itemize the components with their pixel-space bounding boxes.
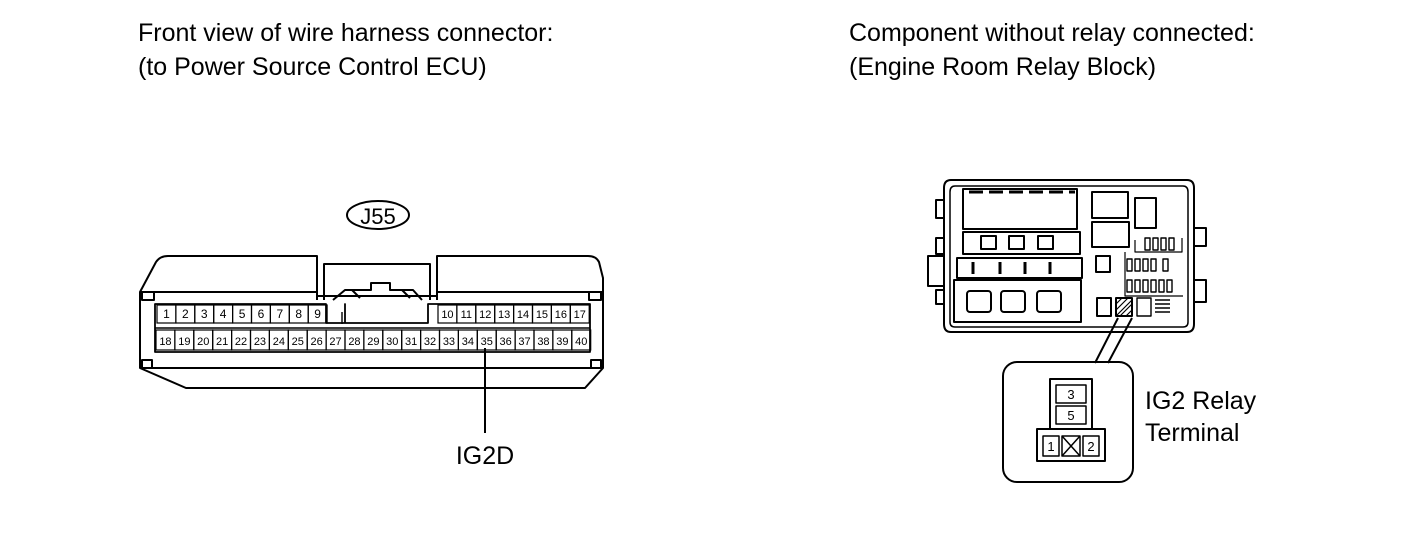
connector-id-label: J55 [360,204,395,229]
pin-label-17: 17 [574,309,586,321]
pin-label-33: 33 [443,336,455,348]
pin-label-25: 25 [292,336,304,348]
pin-label-9: 9 [314,307,321,321]
pin-label-7: 7 [277,307,284,321]
pin-label-21: 21 [216,336,228,348]
pin-label-26: 26 [311,336,323,348]
relay-socket [1134,197,1157,229]
ig2d-label: IG2D [456,442,514,470]
relay-socket [1095,255,1111,273]
zoom-wedge [1094,317,1133,364]
side-tab [927,255,945,287]
pin-label-5: 5 [239,307,246,321]
relay-label-line2: Terminal [1145,419,1239,447]
pin-label-31: 31 [405,336,417,348]
pin-label-23: 23 [254,336,266,348]
fuse-panel-top [962,188,1078,230]
j55-connector [139,255,604,389]
side-tab [1193,227,1207,247]
left-title-line1: Front view of wire harness connector: [138,19,554,47]
corner-mark-right [588,291,602,301]
pin-row-bottom: 18 19 20 21 22 23 24 25 26 27 28 29 30 31 32 33 34 35 36 37… [155,329,592,351]
lock-latch [332,282,423,301]
relay-terminal-1: 1 [1047,439,1054,454]
ig2-socket-hatch [1115,297,1133,317]
pin-row-top-right: 10 11 12 13 14 15 16 17 [437,304,590,324]
right-title-line1: Component without relay connected: [849,19,1255,47]
fuse-panel-row3 [956,257,1083,279]
side-tab [935,199,945,219]
pin-label-36: 36 [500,336,512,348]
relay-terminal-2: 2 [1087,439,1094,454]
pin-label-6: 6 [258,307,265,321]
pin-label-3: 3 [201,307,208,321]
relay-terminal-5: 5 [1067,408,1074,423]
fuse-panel-bottom [953,279,1082,323]
pin-label-40: 40 [575,336,587,348]
pin-label-34: 34 [462,336,474,348]
pin-label-1: 1 [163,307,170,321]
corner-mark-left [141,291,155,301]
side-tab [935,237,945,255]
relay-socket [1091,191,1129,219]
pin-label-10: 10 [441,309,453,321]
relay-block [927,179,1207,333]
pin-label-4: 4 [220,307,227,321]
pin-label-28: 28 [348,336,360,348]
pin-label-22: 22 [235,336,247,348]
pin-label-14: 14 [517,309,529,321]
relay-label-line1: IG2 Relay [1145,387,1257,415]
pin-label-38: 38 [537,336,549,348]
pin-cell [307,304,328,324]
latch-detail [351,289,411,299]
pin-label-11: 11 [461,309,472,321]
pin-cell [571,329,592,351]
connector-id-oval [346,200,410,230]
relay-block-outline [943,179,1195,333]
pin-label-35: 35 [481,336,493,348]
left-title-line2: (to Power Source Control ECU) [138,53,487,81]
pin-label-27: 27 [329,336,341,348]
corner-mark-bottom-left [141,359,153,369]
pin-label-13: 13 [498,309,510,321]
pin-label-18: 18 [159,336,171,348]
ig2-relay-socket [1115,297,1133,317]
lock-tab [316,256,438,300]
pin-label-15: 15 [536,309,548,321]
pin-label-24: 24 [273,336,285,348]
right-title-line2: (Engine Room Relay Block) [849,53,1157,81]
corner-mark-bottom-right [590,359,602,369]
relay-terminal-detail-box [1002,361,1134,483]
side-tab [935,289,945,305]
pin-label-16: 16 [555,309,567,321]
pin-label-8: 8 [295,307,302,321]
pin-label-19: 19 [178,336,190,348]
relay-socket [1096,297,1112,317]
pin-label-29: 29 [367,336,379,348]
pin-label-2: 2 [182,307,189,321]
left-title: Front view of wire harness connector: (t… [138,16,553,84]
pin-label-32: 32 [424,336,436,348]
side-tab [1193,279,1207,303]
terminal-strips [1126,237,1175,317]
relay-terminal-3: 3 [1067,387,1074,402]
pin-cell [569,304,590,324]
right-title: Component without relay connected: (Engi… [849,16,1255,84]
fuse-panel-row2 [962,231,1081,255]
pin-label-12: 12 [479,309,491,321]
pin-label-20: 20 [197,336,209,348]
relay-socket [1091,221,1130,248]
pin-label-30: 30 [386,336,398,348]
pin-label-39: 39 [556,336,568,348]
pin-label-37: 37 [518,336,530,348]
connector-body-outline [139,255,604,389]
ig2-relay-terminal [1036,378,1106,462]
cavity-outline [154,303,591,353]
